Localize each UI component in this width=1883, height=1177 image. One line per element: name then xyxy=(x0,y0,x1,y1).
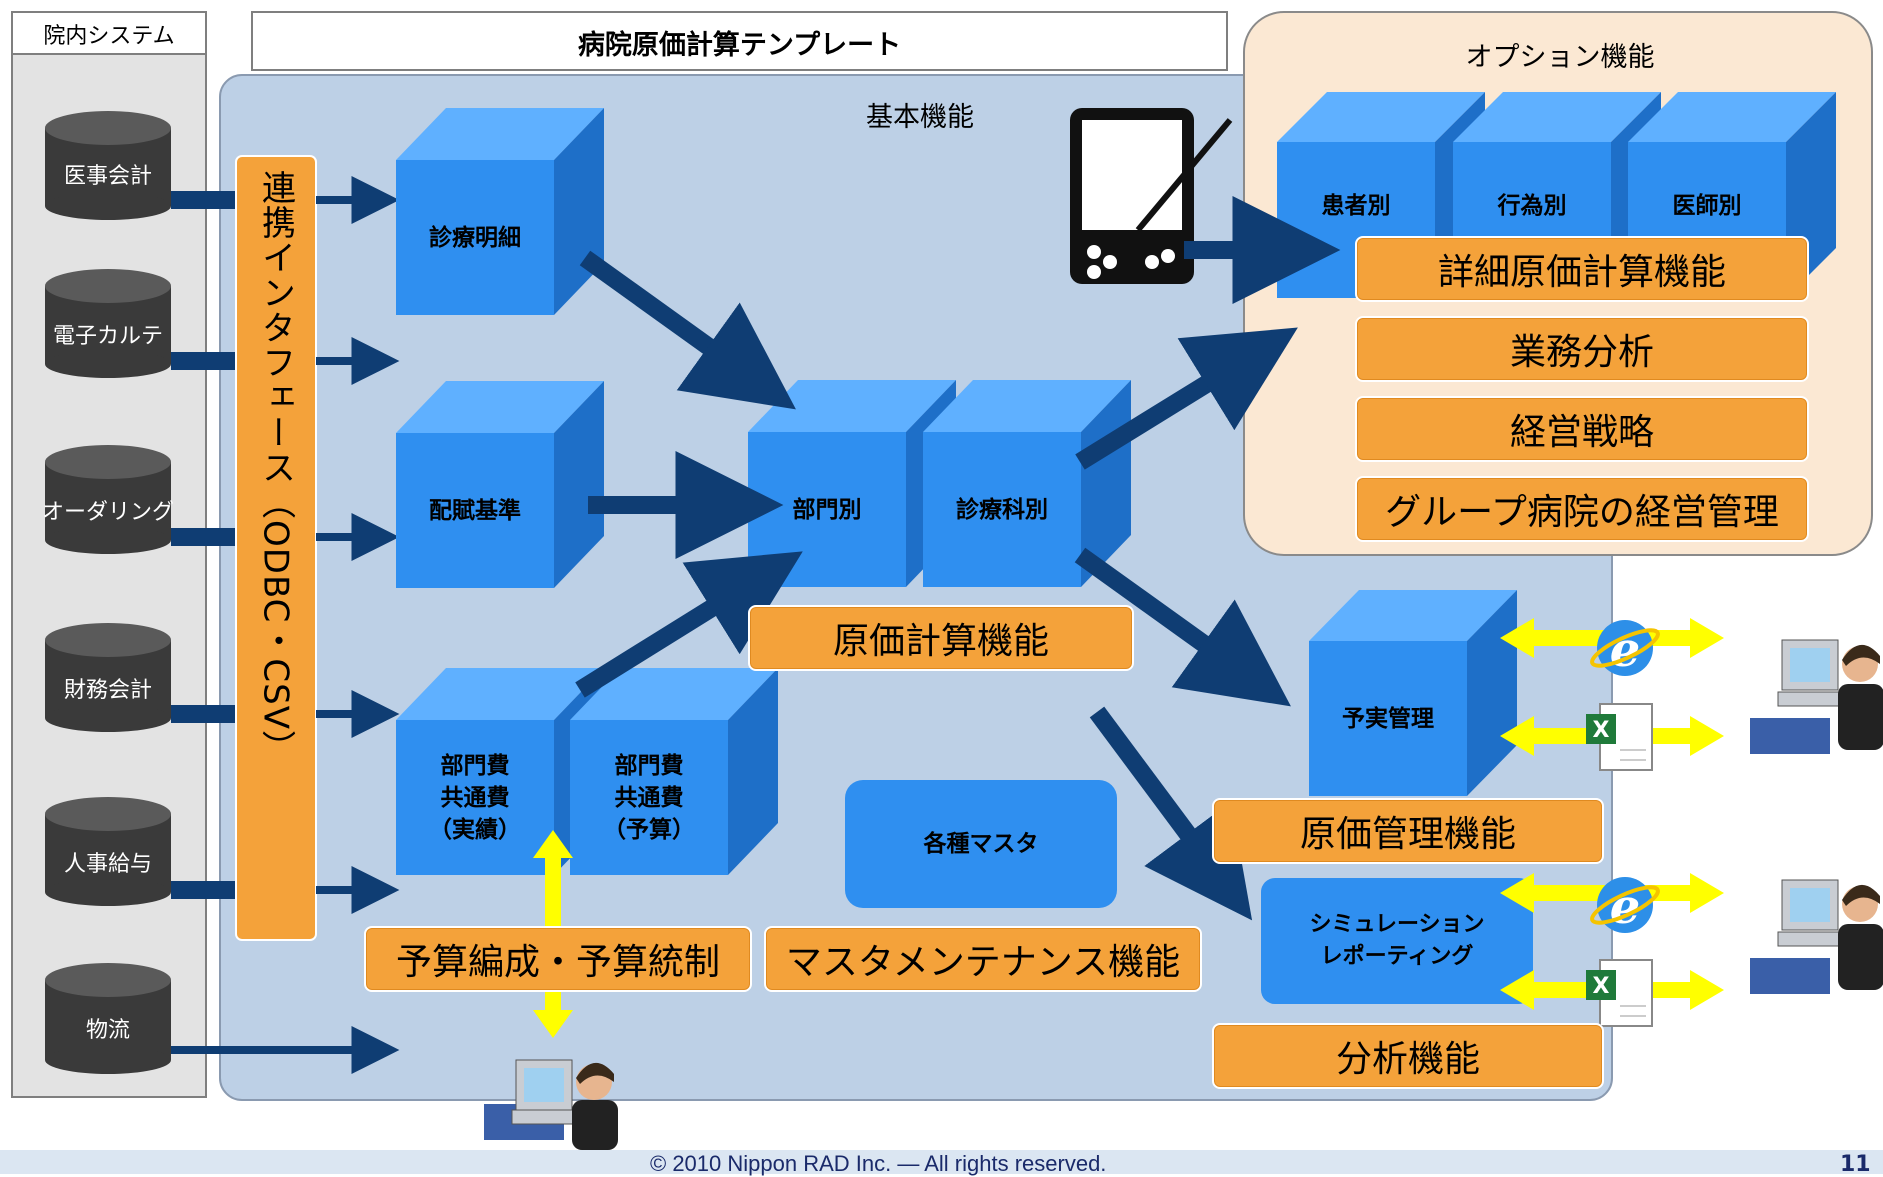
simulation-box xyxy=(1261,878,1533,1004)
ie-icon-2: e xyxy=(1590,877,1660,935)
excel-icon-2: X xyxy=(1586,959,1653,1027)
basic-function-label: 基本機能 xyxy=(866,101,974,133)
db-label-butsuryu: 物流 xyxy=(85,1018,130,1043)
template-title: 病院原価計算テンプレート xyxy=(577,29,902,61)
db-label-karte: 電子カルテ xyxy=(52,324,163,349)
cube-label-yojitsu: 予実管理 xyxy=(1342,705,1434,732)
genka-keisan-bar: 原価計算機能 xyxy=(748,605,1134,671)
detail-cost-bar: 詳細原価計算機能 xyxy=(1355,236,1809,302)
user-computer-icon-top xyxy=(1750,639,1883,754)
interface-arrows xyxy=(171,176,400,1074)
db-cylinder xyxy=(45,797,171,906)
template-title-box xyxy=(251,11,1228,71)
masters-box xyxy=(845,780,1117,908)
page-number: 11 xyxy=(1840,1152,1871,1177)
simulation-label: シミュレーション レポーティング xyxy=(1309,912,1485,969)
user-computer-icon-budget xyxy=(484,1059,618,1150)
cube-label-ishi: 医師別 xyxy=(1672,193,1742,219)
svg-text:X: X xyxy=(1593,974,1610,999)
cube-label-shinryo-meisai: 診療明細 xyxy=(429,224,521,251)
footer-bar xyxy=(0,1150,1883,1174)
db-connectors xyxy=(171,191,238,899)
hospital-system-label: 院内システム xyxy=(43,24,175,49)
db-cylinder xyxy=(45,445,171,554)
cube-label-bumon-budget: 部門費 共通費 （予算） xyxy=(603,752,695,843)
db-cylinder xyxy=(45,111,171,220)
cube-label-haifu-kijun: 配賦基準 xyxy=(429,497,521,524)
flow-arrows xyxy=(575,196,1341,921)
cube-shinryoka xyxy=(923,380,1131,587)
gyomu-bar: 業務分析 xyxy=(1355,316,1809,382)
copyright: © 2010 Nippon RAD Inc. — All rights rese… xyxy=(650,1151,1107,1176)
database-cylinders xyxy=(45,111,171,1074)
svg-text:e: e xyxy=(1610,622,1641,678)
db-label-iji: 医事会計 xyxy=(63,164,152,189)
user-computer-icon-bottom xyxy=(1750,879,1883,994)
db-cylinder xyxy=(45,963,171,1074)
db-label-zaimu: 財務会計 xyxy=(63,678,152,703)
cube-label-shinryoka: 診療科別 xyxy=(956,496,1048,523)
cube-label-bumon: 部門別 xyxy=(792,496,862,523)
db-label-ordering: オーダリング xyxy=(41,500,174,525)
bunseki-bar: 分析機能 xyxy=(1212,1023,1604,1089)
genka-kanri-bar: 原価管理機能 xyxy=(1212,798,1604,864)
db-cylinder xyxy=(45,623,171,732)
cube-bumon-budget xyxy=(570,668,778,875)
cube-haifu-kijun xyxy=(396,381,604,588)
excel-icon-1: X xyxy=(1586,703,1653,771)
interface-label-wrap: 連携インタフェース（ODBC・CSV） xyxy=(236,170,316,930)
cube-label-kanja: 患者別 xyxy=(1321,193,1391,219)
master-maint-bar: マスタメンテナンス機能 xyxy=(764,926,1202,992)
interface-bar xyxy=(235,155,317,941)
interface-label: 連携インタフェース（ODBC・CSV） xyxy=(255,170,296,765)
yosan-bar: 予算編成・予算統制 xyxy=(364,926,752,992)
svg-text:e: e xyxy=(1610,879,1641,935)
cube-label-bumon-actual: 部門費 共通費 （実績） xyxy=(429,752,521,843)
option-function-label: オプション機能 xyxy=(1465,41,1655,73)
group-bar: グループ病院の経営管理 xyxy=(1355,476,1809,542)
db-cylinder xyxy=(45,269,171,378)
cube-shinryo-meisai xyxy=(396,108,604,315)
svg-text:X: X xyxy=(1593,718,1610,743)
ie-icon-1: e xyxy=(1590,620,1660,678)
hospital-system-label-box xyxy=(11,11,207,55)
tablet-icon xyxy=(1070,108,1233,284)
keiei-bar: 経営戦略 xyxy=(1355,396,1809,462)
masters-label: 各種マスタ xyxy=(923,831,1039,857)
cube-yojitsu xyxy=(1309,590,1517,796)
db-label-jinji: 人事給与 xyxy=(63,852,152,877)
hospital-system-panel xyxy=(11,51,207,1098)
cube-label-koui: 行為別 xyxy=(1497,193,1567,219)
